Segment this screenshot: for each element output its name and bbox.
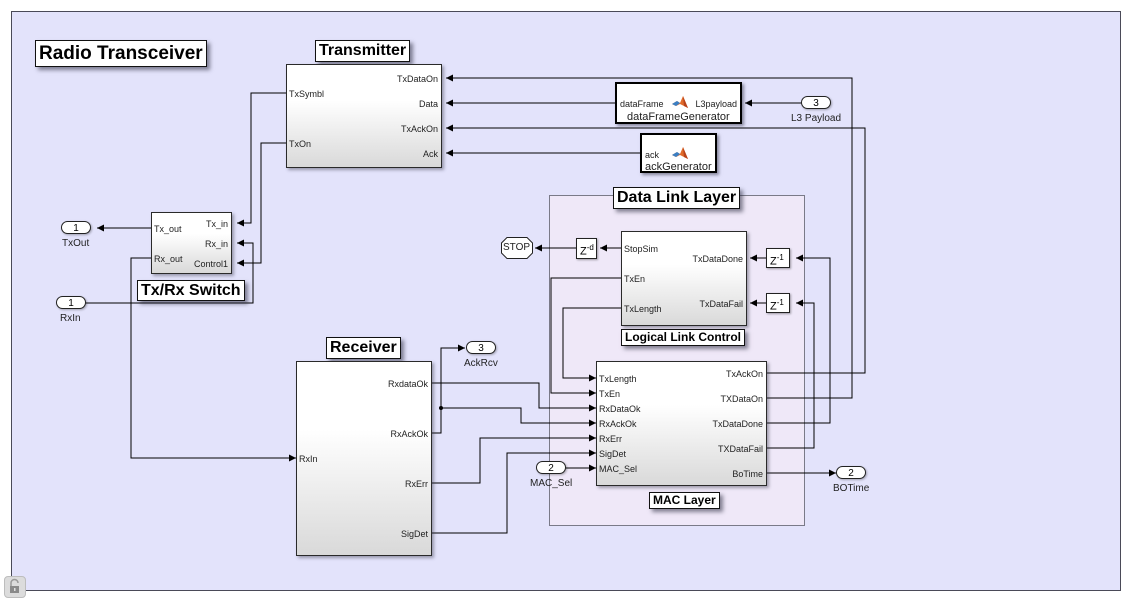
wire-rxout: [130, 257, 296, 462]
port-data: Data: [418, 99, 438, 109]
port-control1: Control1: [193, 259, 228, 269]
variable-delay-base: Z: [580, 245, 587, 258]
txrx-switch-block[interactable]: Tx_out Rx_out Tx_in Rx_in Control1: [151, 212, 232, 274]
wire-sigdet: [432, 449, 596, 534]
unit-delay-2-block[interactable]: Z-1: [766, 293, 790, 313]
port-txsymbl: TxSymbl: [289, 89, 325, 99]
transmitter-title: Transmitter: [315, 40, 411, 62]
txrx-switch-title: Tx/Rx Switch: [137, 280, 245, 301]
inport-l3-payload[interactable]: 3: [801, 96, 831, 109]
inport-macsel-label: MAC_Sel: [530, 478, 573, 489]
inport-l3-payload-label: L3 Payload: [791, 113, 842, 124]
inport-rxin[interactable]: 1: [56, 296, 86, 309]
lock-button[interactable]: [4, 576, 26, 598]
wire-rxin: [86, 239, 254, 304]
wire-rxackok: [432, 344, 465, 434]
data-frame-generator-block[interactable]: dataFrame L3payload dataFrameGenerator: [615, 82, 742, 124]
outport-ackrcv[interactable]: 3: [466, 341, 496, 354]
port-receiver-rxin: RxIn: [299, 454, 318, 464]
port-txdataon: TxDataOn: [396, 74, 438, 84]
port-rx-in: Rx_in: [204, 239, 228, 249]
port-txon: TxOn: [289, 139, 312, 149]
logical-link-control-title: Logical Link Control: [621, 329, 745, 346]
port-mac-sigdet: SigDet: [599, 449, 627, 459]
port-txackon: TxAckOn: [400, 124, 438, 134]
wire-llc-txlength: [562, 307, 621, 382]
wire-txackon: [446, 124, 866, 374]
port-rxdataok: RxdataOk: [387, 379, 428, 389]
port-llc-txlength: TxLength: [624, 304, 662, 314]
inport-macsel[interactable]: 2: [536, 461, 566, 474]
wire-txdatafail: [767, 299, 815, 449]
port-mac-macsel: MAC_Sel: [599, 464, 638, 474]
wire-txdataon: [446, 74, 853, 399]
port-mac-txdatafail: TXDataFail: [717, 444, 763, 454]
outport-ackrcv-label: AckRcv: [464, 358, 498, 369]
data-link-layer-title: Data Link Layer: [613, 187, 741, 209]
wire-txon: [237, 142, 287, 267]
outport-botime-label: BOTime: [833, 483, 870, 494]
wire-llc-txen: [550, 277, 621, 397]
variable-delay-block[interactable]: Z-d: [576, 238, 597, 259]
port-tx-out: Tx_out: [154, 224, 182, 234]
port-llc-txen: TxEn: [624, 274, 646, 284]
logical-link-control-block[interactable]: StopSim TxEn TxLength TxDataDone TxDataF…: [621, 231, 747, 326]
unit-delay-1-block[interactable]: Z-1: [766, 248, 790, 268]
receiver-block[interactable]: RxIn RxdataOk RxAckOk RxErr SigDet: [296, 361, 432, 556]
port-mac-rxdataok: RxDataOk: [599, 404, 641, 414]
outport-txout-label: TxOut: [62, 238, 90, 249]
port-mac-txdatadone: TxDataDone: [712, 419, 763, 429]
port-stopsim: StopSim: [624, 244, 659, 254]
mac-layer-title: MAC Layer: [649, 492, 720, 509]
port-rx-out: Rx_out: [154, 254, 183, 264]
outport-txout[interactable]: 1: [61, 221, 91, 234]
port-ack-gen: ack: [645, 150, 660, 160]
port-mac-txdataon: TXDataOn: [720, 394, 763, 404]
wire-txdatadone: [767, 254, 831, 424]
wire-txsymbl: [237, 92, 287, 227]
port-mac-txlength: TxLength: [599, 374, 637, 384]
ack-generator-block[interactable]: ack ackGenerator: [640, 133, 717, 173]
inport-rxin-label: RxIn: [60, 313, 81, 324]
matlab-function-icon: [672, 96, 688, 108]
port-rxackok: RxAckOk: [390, 429, 428, 439]
port-sigdet: SigDet: [400, 529, 428, 539]
ack-generator-name: ackGenerator: [645, 161, 712, 173]
stop-label: STOP: [503, 242, 531, 253]
unlock-icon: [10, 578, 19, 593]
unit-delay-2-exp: -1: [776, 298, 784, 307]
port-mac-txackon: TxAckOn: [725, 369, 763, 379]
port-mac-botime: BoTime: [732, 469, 763, 479]
mac-layer-block[interactable]: TxLength TxEn RxDataOk RxAckOk RxErr Sig…: [596, 361, 767, 486]
port-dataframe: dataFrame: [620, 99, 664, 109]
port-tx-in: Tx_in: [205, 219, 228, 229]
port-mac-txen: TxEn: [599, 389, 621, 399]
unit-delay-1-exp: -1: [776, 253, 784, 262]
unit-delay-1-base: Z: [770, 255, 777, 268]
receiver-title: Receiver: [326, 337, 401, 359]
port-l3payload: L3payload: [695, 99, 737, 109]
stop-block[interactable]: [501, 237, 533, 259]
wire-rxdataok: [432, 382, 596, 412]
outport-botime[interactable]: 2: [836, 466, 866, 479]
wire-rxerr: [432, 434, 596, 484]
unit-delay-2-base: Z: [770, 300, 777, 313]
port-mac-rxerr: RxErr: [599, 434, 622, 444]
variable-delay-exp: -d: [586, 243, 594, 252]
data-frame-generator-name: dataFrameGenerator: [627, 111, 730, 123]
port-mac-rxackok: RxAckOk: [599, 419, 637, 429]
model-title: Radio Transceiver: [35, 40, 207, 67]
port-llc-txdatafail: TxDataFail: [699, 299, 743, 309]
matlab-function-icon: [672, 147, 688, 159]
transmitter-block[interactable]: TxSymbl TxOn TxDataOn Data TxAckOn Ack: [286, 64, 442, 168]
branch-point: [439, 406, 443, 410]
port-ack: Ack: [422, 149, 438, 159]
port-rxerr: RxErr: [405, 479, 428, 489]
wire-rxackok-mac: [441, 407, 596, 427]
port-llc-txdatadone: TxDataDone: [692, 254, 743, 264]
